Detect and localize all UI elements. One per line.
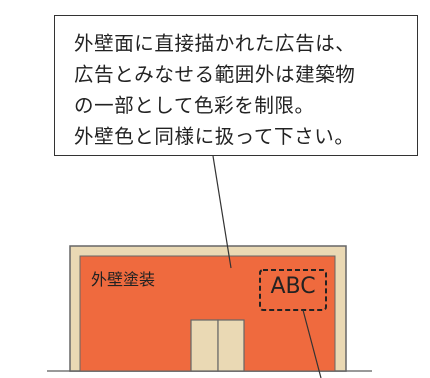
right-door bbox=[217, 319, 245, 372]
callout-leader-line bbox=[212, 155, 232, 269]
callout-line-3: の一部として色彩を制限。 bbox=[74, 94, 315, 117]
callout-box: 外壁面に直接描かれた広告は、 広告とみなせる範囲外は建築物 の一部として色彩を制… bbox=[54, 15, 418, 156]
ad-leader-line bbox=[302, 309, 322, 378]
ad-region-dashed-box bbox=[259, 269, 327, 311]
callout-line-4: 外壁色と同様に扱って下さい。 bbox=[74, 125, 355, 148]
callout-line-2: 広告とみなせる範囲外は建築物 bbox=[74, 63, 356, 86]
ad-label: ABC bbox=[270, 274, 316, 299]
left-door bbox=[190, 319, 219, 372]
wall-paint-label: 外壁塗装 bbox=[91, 270, 156, 289]
callout-line-1: 外壁面に直接描かれた広告は、 bbox=[74, 32, 356, 55]
